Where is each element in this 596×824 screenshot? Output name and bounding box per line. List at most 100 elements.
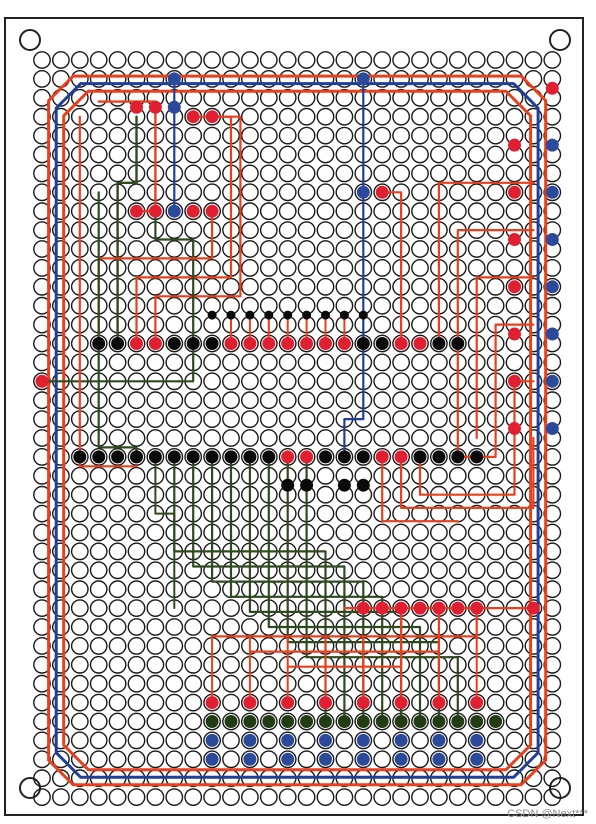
perf-hole bbox=[316, 258, 335, 277]
perf-hole bbox=[316, 240, 335, 258]
perf-hole bbox=[486, 655, 505, 674]
perf-hole bbox=[33, 315, 51, 334]
power-pad bbox=[375, 185, 389, 199]
perf-hole bbox=[89, 164, 108, 183]
perf-hole bbox=[354, 429, 373, 447]
perf-hole bbox=[89, 485, 108, 504]
perf-hole bbox=[411, 750, 429, 769]
perf-hole bbox=[335, 258, 354, 277]
component-pin bbox=[111, 337, 125, 350]
signal-pad bbox=[281, 715, 295, 728]
perf-hole bbox=[429, 391, 448, 410]
perf-hole bbox=[335, 731, 354, 750]
perf-hole bbox=[524, 769, 543, 788]
perf-hole bbox=[33, 580, 51, 599]
perf-hole bbox=[448, 542, 467, 561]
perf-hole bbox=[543, 655, 562, 674]
perf-hole bbox=[33, 731, 51, 750]
perf-hole bbox=[316, 70, 335, 88]
perf-hole bbox=[524, 693, 543, 712]
perf-hole bbox=[467, 70, 486, 88]
perf-hole bbox=[524, 580, 543, 599]
perf-hole bbox=[524, 542, 543, 561]
power-pad bbox=[281, 696, 295, 710]
perf-hole bbox=[392, 391, 410, 410]
perf-hole bbox=[486, 731, 505, 750]
perf-hole bbox=[33, 466, 51, 485]
perf-hole bbox=[392, 164, 410, 183]
perf-hole bbox=[203, 429, 222, 447]
perf-hole bbox=[524, 107, 543, 126]
perf-hole bbox=[33, 712, 51, 731]
perf-hole bbox=[524, 523, 543, 542]
solder-pads bbox=[35, 72, 559, 766]
perf-hole bbox=[146, 429, 165, 447]
perf-hole bbox=[33, 277, 51, 296]
component-pin bbox=[375, 337, 389, 350]
perf-hole bbox=[165, 788, 184, 806]
perf-hole bbox=[429, 51, 448, 69]
perf-hole bbox=[203, 88, 222, 107]
power-pad bbox=[337, 337, 351, 350]
perf-hole bbox=[411, 70, 429, 88]
perf-hole bbox=[33, 70, 51, 88]
perf-hole bbox=[108, 391, 127, 410]
perf-hole bbox=[411, 107, 429, 126]
perf-hole bbox=[203, 258, 222, 277]
perf-hole bbox=[259, 655, 278, 674]
perf-hole bbox=[89, 693, 108, 712]
perf-hole bbox=[222, 712, 240, 731]
ground-pad bbox=[470, 752, 484, 766]
perf-hole bbox=[52, 221, 70, 240]
perf-hole bbox=[505, 277, 524, 296]
power-trace bbox=[97, 100, 157, 213]
component-pin bbox=[470, 450, 484, 464]
perf-hole bbox=[316, 202, 335, 221]
perf-hole bbox=[33, 296, 51, 315]
perf-hole bbox=[70, 88, 89, 107]
component-pin bbox=[226, 310, 236, 320]
perf-hole bbox=[411, 221, 429, 240]
perf-hole bbox=[429, 523, 448, 542]
perf-hole bbox=[524, 126, 543, 145]
perf-hole bbox=[33, 429, 51, 447]
perf-hole bbox=[448, 183, 467, 202]
perf-hole bbox=[203, 70, 222, 88]
perf-hole bbox=[184, 788, 203, 806]
perf-hole bbox=[240, 372, 259, 391]
perf-hole bbox=[335, 788, 354, 806]
perf-hole bbox=[543, 769, 562, 788]
perf-hole bbox=[411, 315, 429, 334]
perf-hole bbox=[184, 410, 203, 428]
power-pad bbox=[508, 233, 521, 246]
perf-hole bbox=[127, 353, 146, 372]
perf-hole bbox=[467, 466, 486, 485]
perf-hole bbox=[335, 391, 354, 410]
perf-hole bbox=[165, 637, 184, 655]
signal-pad bbox=[243, 715, 257, 728]
perf-hole bbox=[524, 164, 543, 183]
perf-hole bbox=[127, 580, 146, 599]
component-pin bbox=[264, 310, 274, 320]
perf-hole bbox=[467, 164, 486, 183]
perf-hole bbox=[373, 70, 392, 88]
perf-hole bbox=[70, 561, 89, 580]
perf-hole bbox=[89, 561, 108, 580]
perf-hole bbox=[373, 315, 392, 334]
perf-hole bbox=[203, 334, 222, 353]
power-trace bbox=[154, 115, 242, 345]
perf-hole bbox=[70, 750, 89, 769]
perf-hole bbox=[222, 788, 240, 806]
perf-hole bbox=[373, 164, 392, 183]
perf-hole bbox=[524, 240, 543, 258]
perf-hole bbox=[373, 731, 392, 750]
component-pin bbox=[319, 450, 332, 464]
component-pin bbox=[148, 450, 162, 464]
signal-trace bbox=[116, 115, 138, 345]
ground-pad bbox=[394, 752, 408, 766]
perf-hole bbox=[524, 145, 543, 164]
power-pad bbox=[545, 81, 559, 95]
perf-hole bbox=[108, 145, 127, 164]
perf-hole bbox=[543, 258, 562, 277]
perf-hole bbox=[486, 693, 505, 712]
